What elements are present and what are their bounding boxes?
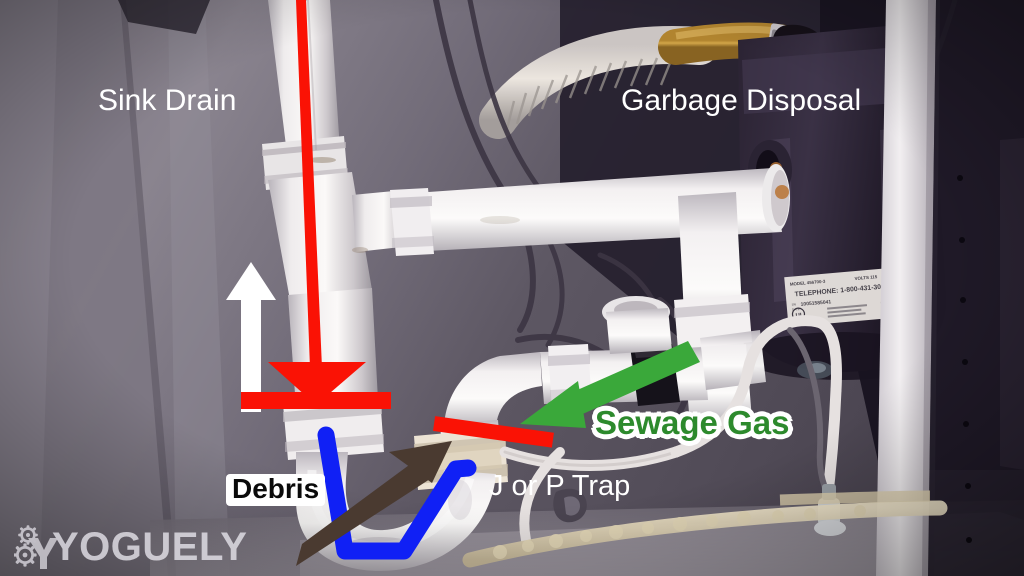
label-j-or-p-trap: J or P Trap [489, 470, 631, 502]
gear-y-logo-icon [14, 525, 58, 569]
watermark-text: YOGUELY [52, 525, 248, 569]
blockage-line-left [241, 392, 391, 409]
label-sink-drain: Sink Drain [98, 84, 237, 117]
water-flow-down-arrow [268, 0, 366, 405]
label-sewage-gas: Sewage Gas [595, 404, 790, 441]
blockage-line-right [433, 416, 554, 448]
sewage-gas-arrow [520, 341, 700, 428]
watermark: YOGUELY [14, 524, 247, 570]
label-garbage-disposal: Garbage Disposal [621, 84, 862, 117]
debris-arrow [296, 441, 452, 566]
trap-water-seal [317, 426, 477, 560]
label-debris: Debris [226, 474, 326, 506]
air-vent-up-arrow [226, 262, 276, 412]
